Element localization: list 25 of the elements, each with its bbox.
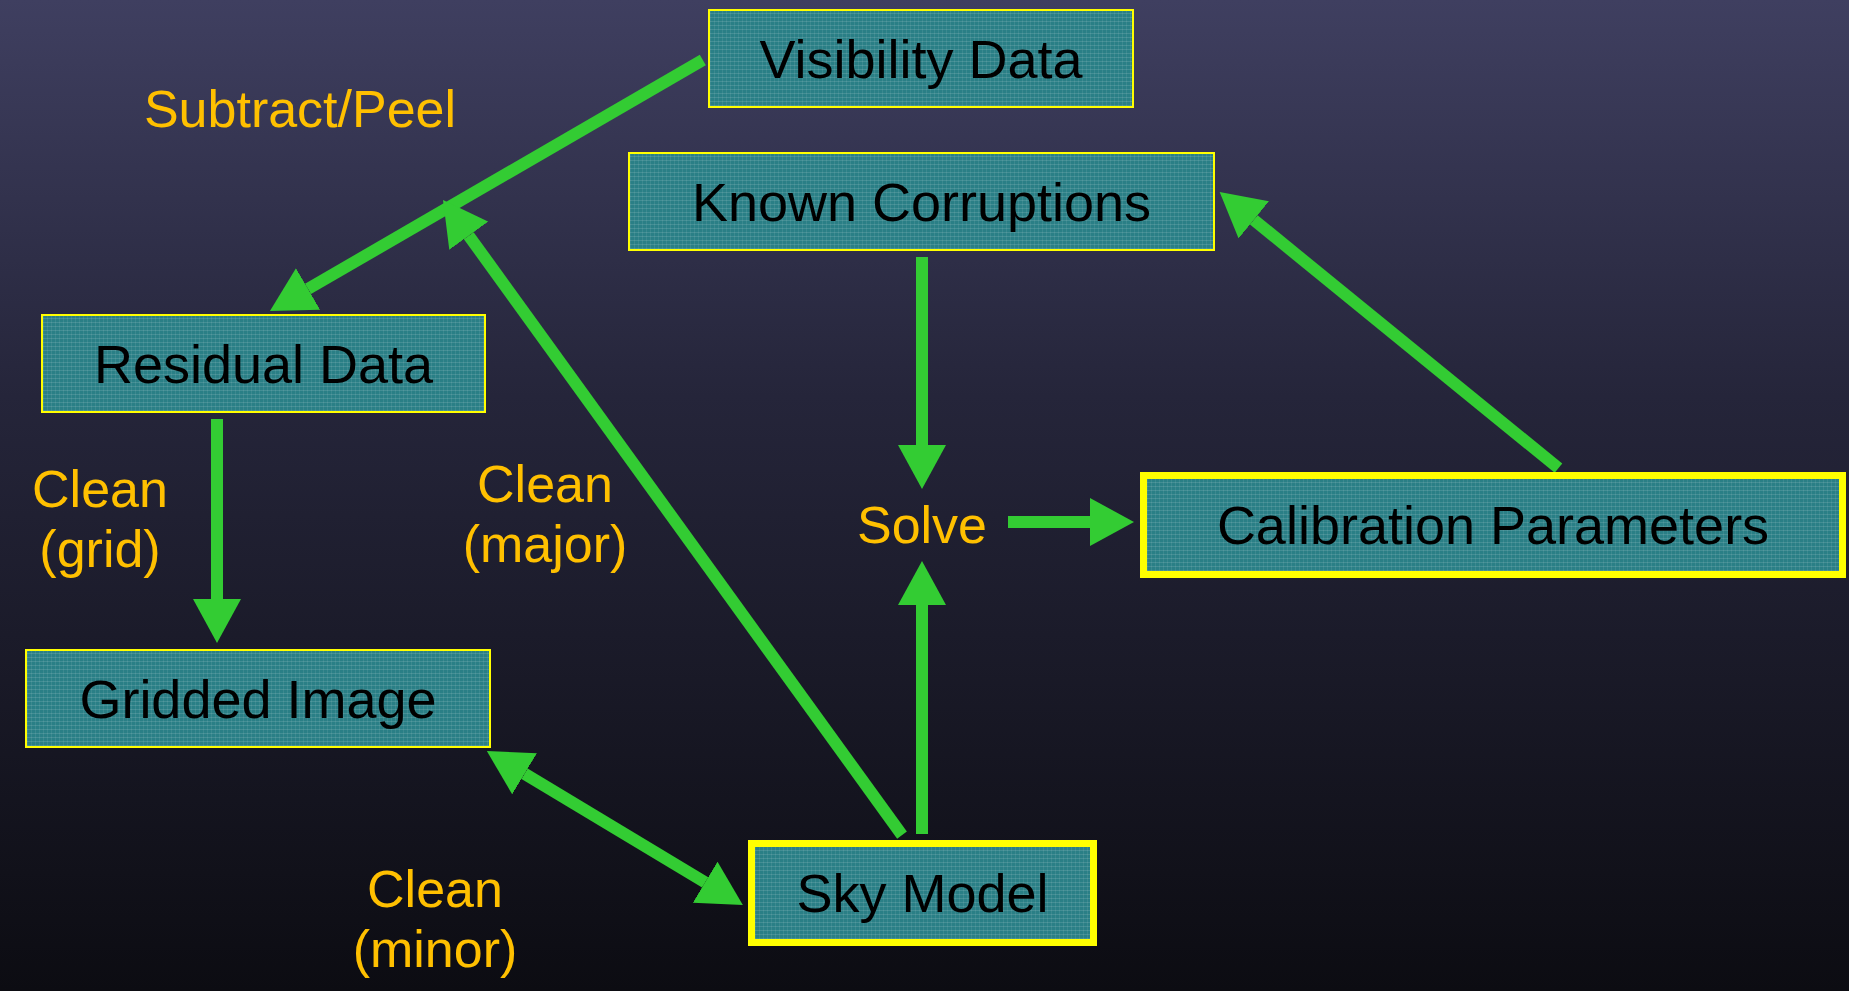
node-label: Gridded Image	[79, 667, 437, 730]
node-label: Residual Data	[93, 332, 434, 395]
edge-label: Clean (grid)	[31, 460, 169, 580]
arrow	[898, 561, 946, 834]
process-box	[708, 9, 1134, 108]
process-box	[628, 152, 1215, 251]
arrow	[269, 54, 706, 311]
process-box	[748, 840, 1097, 946]
process-box	[41, 314, 486, 413]
arrow	[898, 257, 946, 489]
arrow	[443, 200, 907, 839]
node-label: Known Corruptions	[691, 170, 1152, 233]
edge-label: Subtract/Peel	[142, 80, 458, 140]
process-box	[25, 649, 491, 748]
arrow	[486, 751, 743, 905]
edge-label: Clean (major)	[461, 455, 629, 575]
node-label: Calibration Parameters	[1216, 494, 1770, 556]
process-box	[1140, 472, 1846, 578]
node-label: Visibility Data	[759, 27, 1083, 90]
arrow	[1219, 192, 1563, 473]
node-label: Sky Model	[796, 862, 1049, 924]
node-label: Solve	[856, 495, 988, 555]
arrow	[1008, 498, 1134, 546]
arrow	[193, 419, 241, 643]
edge-label: Clean (minor)	[351, 860, 519, 980]
